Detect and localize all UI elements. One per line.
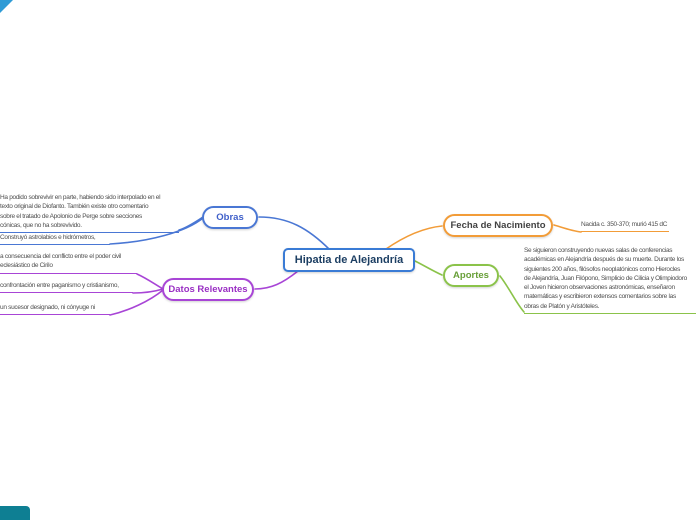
offscreen-node-fragment-bottom [0, 506, 30, 520]
connector-datos-child3 [109, 289, 164, 316]
subtopic-datos-text-2[interactable]: confrontación entre paganismo y cristian… [0, 281, 133, 294]
topic-obras[interactable]: Obras [202, 206, 258, 229]
topic-fecha-de-nacimiento[interactable]: Fecha de Nacimiento [443, 214, 553, 237]
subtopic-datos-text-3[interactable]: un sucesor designado, ni cónyuge ni [0, 303, 110, 316]
offscreen-node-fragment-top [0, 0, 13, 13]
topic-aportes[interactable]: Aportes [443, 264, 499, 287]
subtopic-fecha-text-1[interactable]: Nacida c. 350-370; murió 415 dC [581, 220, 669, 233]
connector-central-datos [254, 270, 299, 290]
connector-central-obras [258, 216, 331, 251]
connector-aportes-child1 [499, 275, 525, 313]
subtopic-aportes-text-1[interactable]: Se siguieron construyendo nuevas salas d… [524, 246, 696, 315]
connector-obras-child1 [178, 216, 204, 231]
connector-datos-child1 [136, 273, 164, 290]
topic-datos-relevantes[interactable]: Datos Relevantes [162, 278, 254, 301]
connector-central-aportes [414, 260, 443, 276]
connector-fecha-child1 [553, 224, 582, 233]
central-topic[interactable]: Hipatia de Alejandría [283, 248, 415, 272]
subtopic-obras-text-2[interactable]: Construyó astrolabios e hidrómetros, [0, 233, 110, 246]
connector-datos-child2 [132, 288, 164, 294]
subtopic-obras-text-1[interactable]: Ha podido sobrevivir en parte, habiendo … [0, 193, 179, 234]
subtopic-datos-text-1[interactable]: a consecuencia del conflicto entre el po… [0, 252, 137, 274]
connector-central-fecha [385, 225, 443, 250]
